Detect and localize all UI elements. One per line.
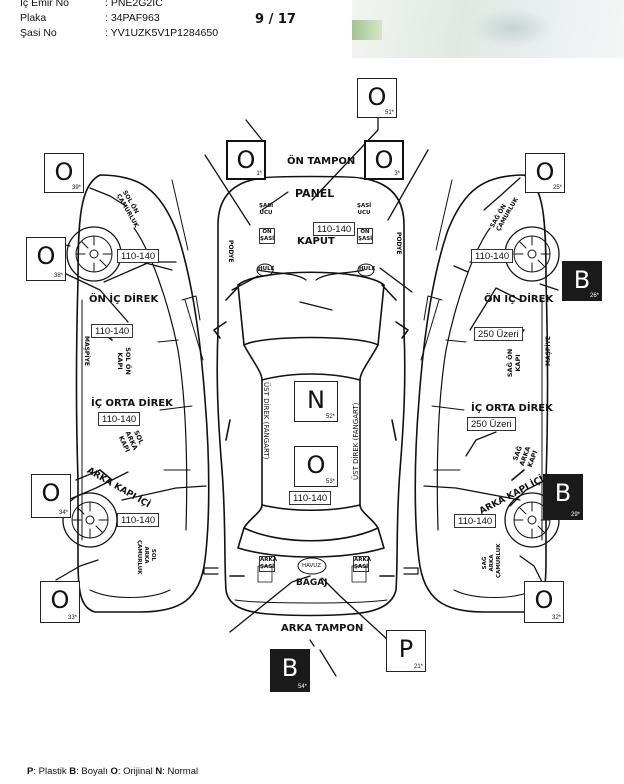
value-box: 250 Üzeri bbox=[467, 417, 516, 431]
legend-key: O bbox=[110, 766, 118, 777]
label-arka-sasi-right: ARKA ŞASİ bbox=[353, 556, 372, 572]
label-on-tampon: ÖN TAMPON bbox=[287, 156, 356, 167]
value-box: 110-140 bbox=[454, 514, 497, 528]
legend-key: P bbox=[27, 766, 34, 777]
label-sag-on-ic-direk: ÖN İÇ DİREK bbox=[484, 294, 554, 305]
legend-key: N bbox=[155, 766, 163, 777]
label-sol-maspiye: MAŞPİYE bbox=[83, 336, 90, 367]
label-arka-tampon: ARKA TAMPON bbox=[281, 623, 364, 634]
legend-text: : Plastik bbox=[33, 766, 70, 777]
value-box: 110-140 bbox=[289, 491, 332, 505]
label-sol-ic-orta-direk: İÇ ORTA DİREK bbox=[91, 398, 173, 409]
label-sol-arka-camurluk: SOL ARKA ÇAMURLUK bbox=[136, 540, 156, 575]
label-sag-maspiye: MAŞPİYE bbox=[545, 335, 552, 366]
label-on-sasi-right: ÖN ŞASİ bbox=[357, 228, 373, 244]
label-sol-on-kapi: SOL ÖN KAPI bbox=[116, 347, 132, 375]
label-podye-right: PODYE bbox=[395, 232, 402, 255]
label-kaput: KAPUT bbox=[297, 236, 335, 247]
page-number: 9 / 17 bbox=[255, 12, 296, 27]
label-on-sasi-left: ÖN ŞASİ bbox=[259, 228, 275, 244]
label-ust-direk-right: ÜST DİREK (FANGART) bbox=[352, 402, 360, 480]
value-box: 110-140 bbox=[313, 222, 356, 236]
label-sag-arka-camurluk: SAĞ ARKA ÇAMURLUK bbox=[482, 543, 502, 578]
label-arka-sasi-left: ARKA ŞASİ bbox=[259, 556, 278, 572]
value-box: 250 Üzeri bbox=[474, 327, 523, 341]
label-sol-on-ic-direk: ÖN İÇ DİREK bbox=[89, 294, 159, 305]
value-box: 110-140 bbox=[91, 324, 134, 338]
label-ust-direk-left: ÜST DİREK (FANGART) bbox=[262, 382, 270, 460]
value-box: 110-140 bbox=[117, 249, 160, 263]
legend-text: : Normal bbox=[162, 766, 199, 777]
value-box: 110-140 bbox=[471, 249, 514, 263]
label-bagaj: BAGAJ bbox=[296, 578, 328, 588]
info-label: Plaka bbox=[20, 12, 47, 24]
car-top-view bbox=[203, 175, 419, 617]
legend: P: Plastik B: Boyalı O: Orijinal N: Norm… bbox=[27, 766, 198, 777]
label-hule-left: HULE bbox=[258, 266, 275, 272]
label-sasi-ucu-right: ŞASİ UCU bbox=[357, 203, 372, 216]
value-box: 110-140 bbox=[117, 513, 160, 527]
header-photo-strip bbox=[352, 0, 624, 58]
label-sag-on-kapi: SAĞ ÖN KAPI bbox=[506, 348, 522, 378]
leader-lines bbox=[53, 117, 559, 677]
info-value: : YV1UZK5V1P1284650 bbox=[105, 27, 219, 39]
info-value: : PNE2G2IC bbox=[105, 0, 163, 9]
label-hule-right: HULE bbox=[359, 266, 376, 272]
info-label: İç Emir No bbox=[20, 0, 70, 9]
info-value: : 34PAF963 bbox=[105, 12, 160, 24]
label-podye-left: PODYE bbox=[227, 240, 234, 263]
legend-text: : Boyalı bbox=[76, 766, 111, 777]
value-box: 110-140 bbox=[98, 412, 141, 426]
legend-key: B bbox=[69, 766, 77, 777]
car-right-view bbox=[414, 174, 549, 613]
label-sasi-ucu-left: ŞASİ UCU bbox=[259, 203, 274, 216]
info-label: Şasi No bbox=[20, 27, 57, 39]
legend-text: : Orijinal bbox=[117, 766, 156, 777]
label-sag-ic-orta-direk: İÇ ORTA DİREK bbox=[471, 403, 553, 414]
label-panel: PANEL bbox=[295, 187, 335, 200]
label-havuz: HAVUZ bbox=[302, 563, 322, 569]
vehicle-info: İç Emir No : PNE2G2IC Plaka : 34PAF963 Ş… bbox=[20, 0, 260, 46]
